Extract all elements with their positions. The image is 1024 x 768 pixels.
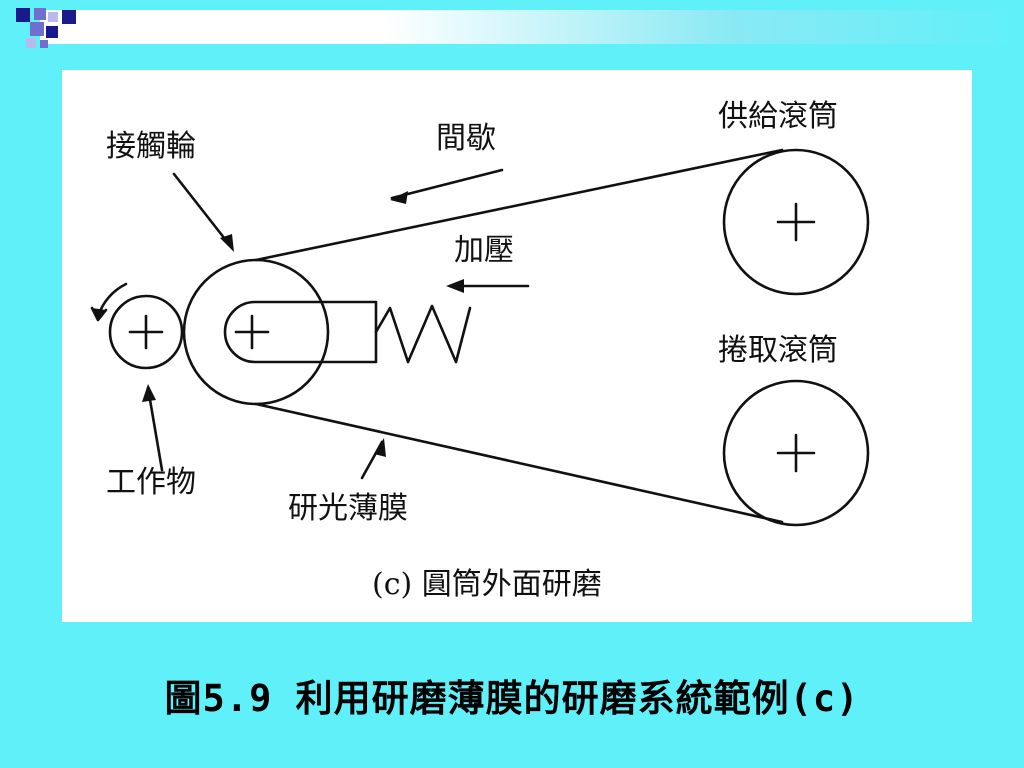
takeup-roll-label: 捲取滾筒 [718,333,838,368]
takeup-roll [722,379,870,527]
workpiece-label: 工作物 [106,465,196,500]
holder-center-mark [234,314,270,350]
supply-roll-center-mark [776,202,816,242]
film-upper [254,148,784,262]
diagram-panel: 接觸輪 間歇 供給滾筒 加壓 捲取滾筒 工作物 研光薄膜 (c) 圓筒外面研磨 [62,70,972,622]
lapping-film-label: 研光薄膜 [288,491,408,526]
pressure-spring [374,304,472,364]
lapping-system-diagram [90,148,870,527]
diagram-subcaption: (c) 圓筒外面研磨 [372,567,602,602]
intermittent-label: 間歇 [436,121,496,156]
wheel-holder [223,300,378,364]
figure-caption: 圖5.9 利用研磨薄膜的研磨系統範例(c) [164,677,860,720]
header-gradient-band [40,10,1024,44]
contact-wheel-pointer [172,172,234,250]
pressure-label: 加壓 [454,233,514,268]
workpiece-center-mark [128,314,164,350]
workpiece-pointer [146,386,164,472]
workpiece [108,294,184,370]
intermittent-arrow [390,168,504,200]
film-lower [254,402,784,524]
contact-wheel-label: 接觸輪 [106,129,196,164]
supply-roll [722,148,870,296]
takeup-roll-center-mark [776,433,816,473]
supply-roll-label: 供給滾筒 [718,99,838,134]
